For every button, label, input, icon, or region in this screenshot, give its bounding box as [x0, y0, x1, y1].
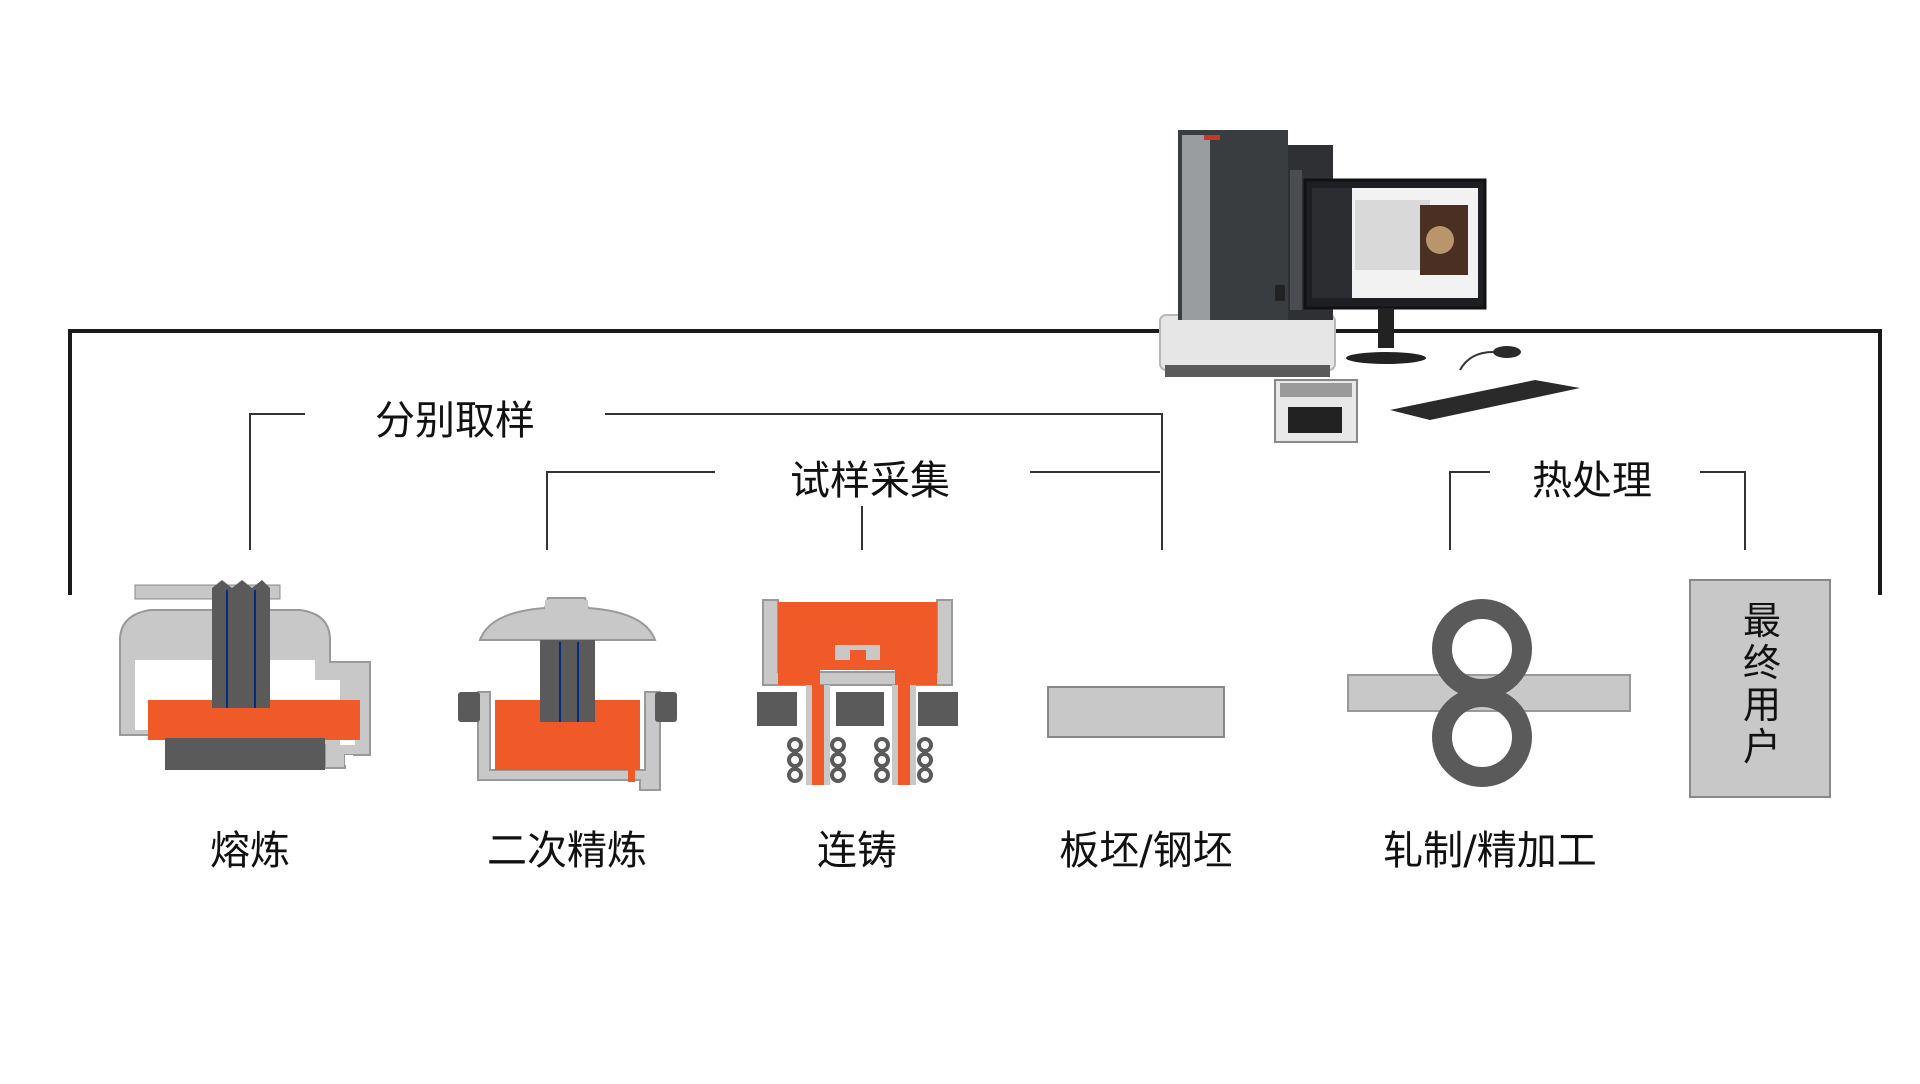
ladle-refining-icon: [458, 597, 677, 791]
stage-label-continuous-casting: 连铸: [817, 828, 897, 874]
melting-furnace-icon: [119, 580, 371, 770]
end-user-box: [1689, 579, 1831, 798]
rolling-mill-icon: [1347, 599, 1631, 787]
stage-label-slab-billet: 板坯/钢坯: [1059, 828, 1233, 874]
heat-treatment-label: 热处理: [1520, 448, 1664, 506]
stage-label-melting: 熔炼: [210, 828, 290, 874]
stage-label-secondary-refining: 二次精炼: [487, 828, 647, 874]
heat-treatment-bracket: [1449, 471, 1746, 550]
sample-collection-label: 试样采集: [778, 448, 962, 506]
slab-icon: [1047, 686, 1225, 738]
sem-instrument-icon: [1159, 130, 1580, 443]
separate-sampling-label: 分别取样: [363, 388, 547, 446]
continuous-caster-icon: [757, 599, 958, 785]
separate-sampling-bracket: [249, 413, 1163, 550]
main-bracket: [68, 329, 1882, 595]
end-user-label: 最终用户: [1742, 599, 1781, 769]
stage-label-rolling-finishing: 轧制/精加工: [1383, 828, 1597, 874]
